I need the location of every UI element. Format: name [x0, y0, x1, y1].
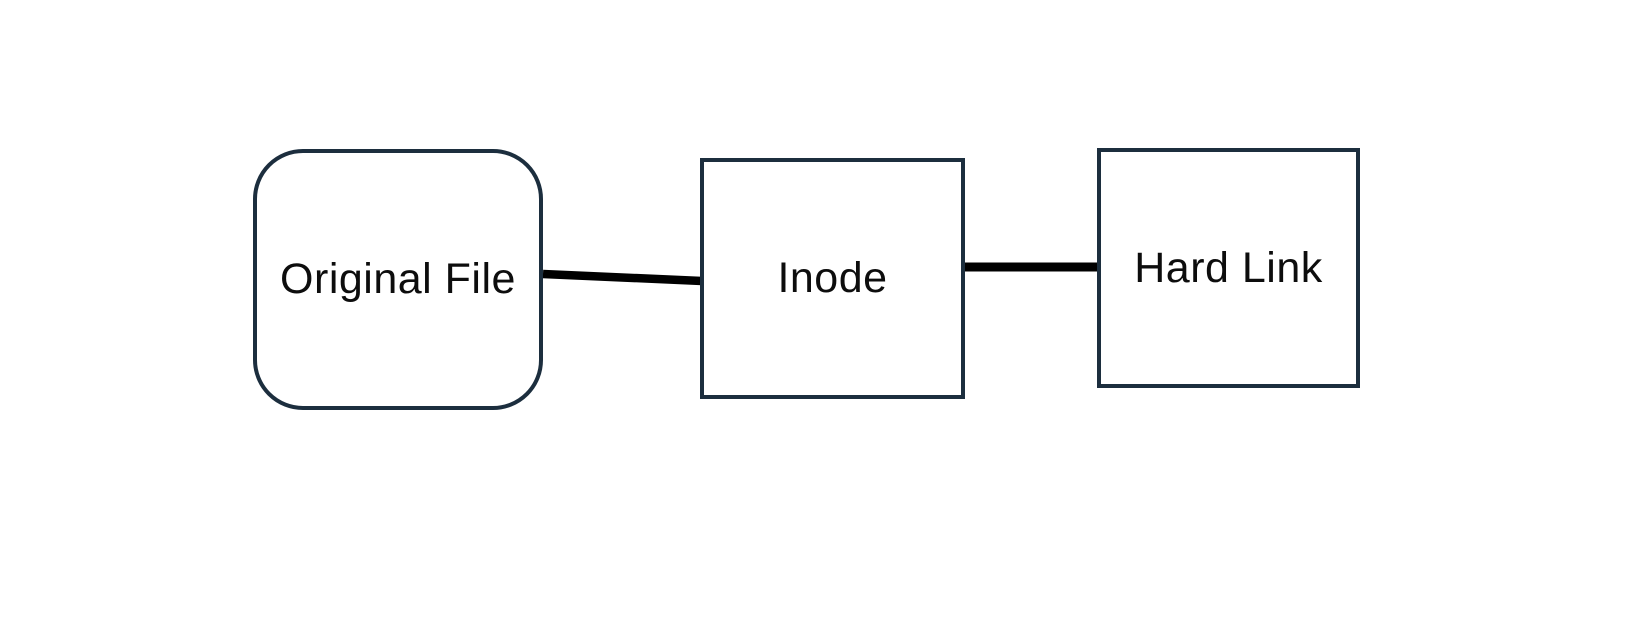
node-hard-link[interactable]: Hard Link	[1097, 148, 1360, 388]
node-original-file-label: Original File	[280, 255, 516, 303]
node-original-file[interactable]: Original File	[253, 149, 543, 410]
node-inode-label: Inode	[777, 254, 888, 302]
node-inode[interactable]: Inode	[700, 158, 965, 399]
node-hard-link-label: Hard Link	[1134, 243, 1323, 292]
edge-original-file-to-inode	[542, 269, 703, 286]
